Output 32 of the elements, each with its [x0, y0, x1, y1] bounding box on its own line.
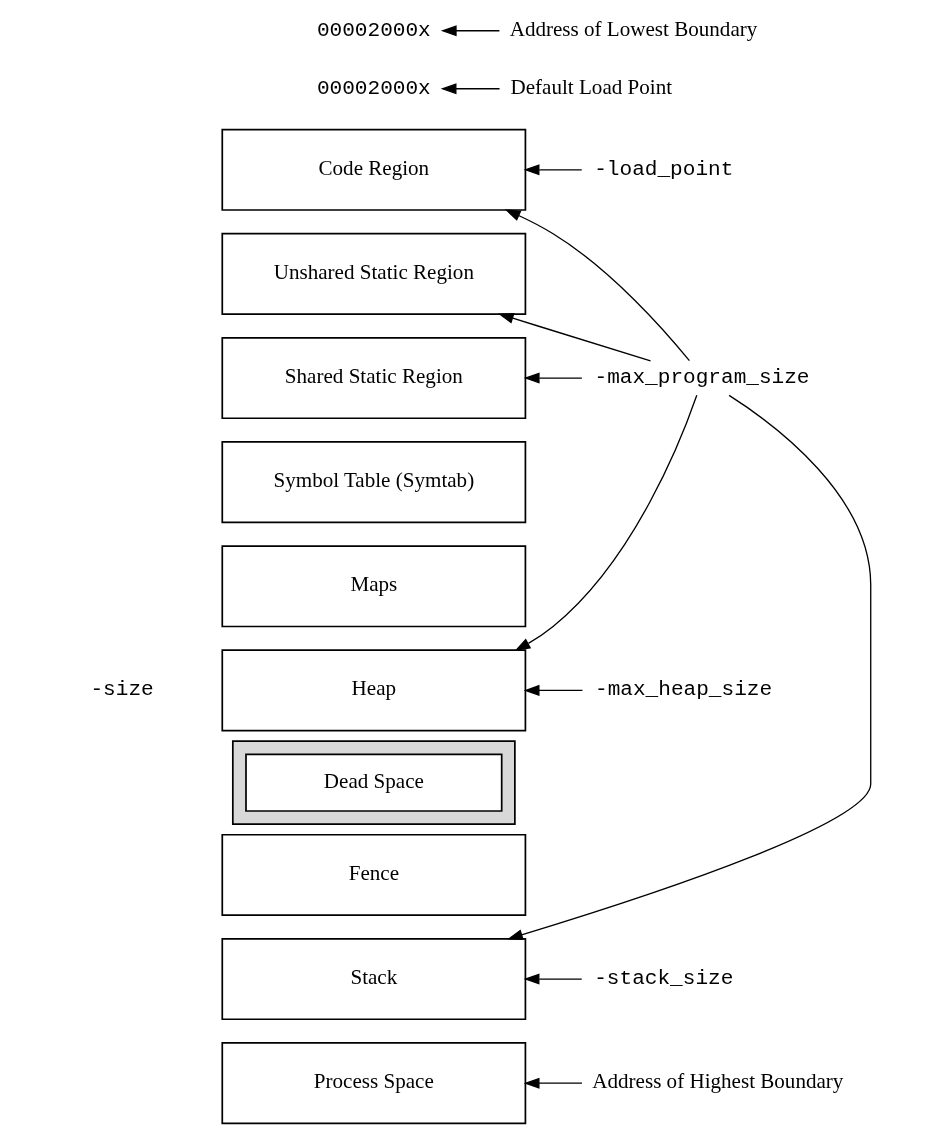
node-box: Heap [221, 649, 527, 732]
label: -size [90, 677, 154, 702]
arrow [440, 25, 501, 37]
arrow [514, 394, 698, 651]
node-text: -load_point [594, 156, 734, 181]
node-text: 00002000x [316, 17, 431, 42]
node-box: Unshared Static Region [221, 232, 527, 315]
node-text: Address of Highest Boundary [592, 1069, 844, 1094]
node-text: -max_program_size [594, 365, 810, 390]
arrow [507, 394, 872, 941]
arrow [523, 684, 584, 696]
node-box: Process Space [221, 1042, 527, 1125]
node-text: Address of Lowest Boundary [509, 16, 758, 41]
node-box: Shared Static Region [221, 337, 527, 420]
node-text: -stack_size [594, 966, 734, 991]
cluster [231, 740, 516, 826]
arrow [523, 164, 583, 176]
arrow [497, 313, 652, 362]
arrow [440, 83, 501, 95]
node-text: -max_heap_size [595, 677, 773, 702]
node-text: 00002000x [316, 75, 431, 100]
node-box: Maps [221, 545, 527, 628]
arrow [523, 372, 583, 384]
node-box: Code Region [221, 128, 527, 211]
node-box: Symbol Table (Symtab) [221, 441, 527, 524]
node-box: Fence [221, 833, 527, 916]
node-box: Dead Space [245, 753, 503, 812]
arrow [523, 973, 583, 985]
node-box: Stack [221, 938, 527, 1021]
arrow [523, 1077, 583, 1089]
node-text: Default Load Point [510, 74, 673, 99]
arrow [504, 209, 691, 362]
